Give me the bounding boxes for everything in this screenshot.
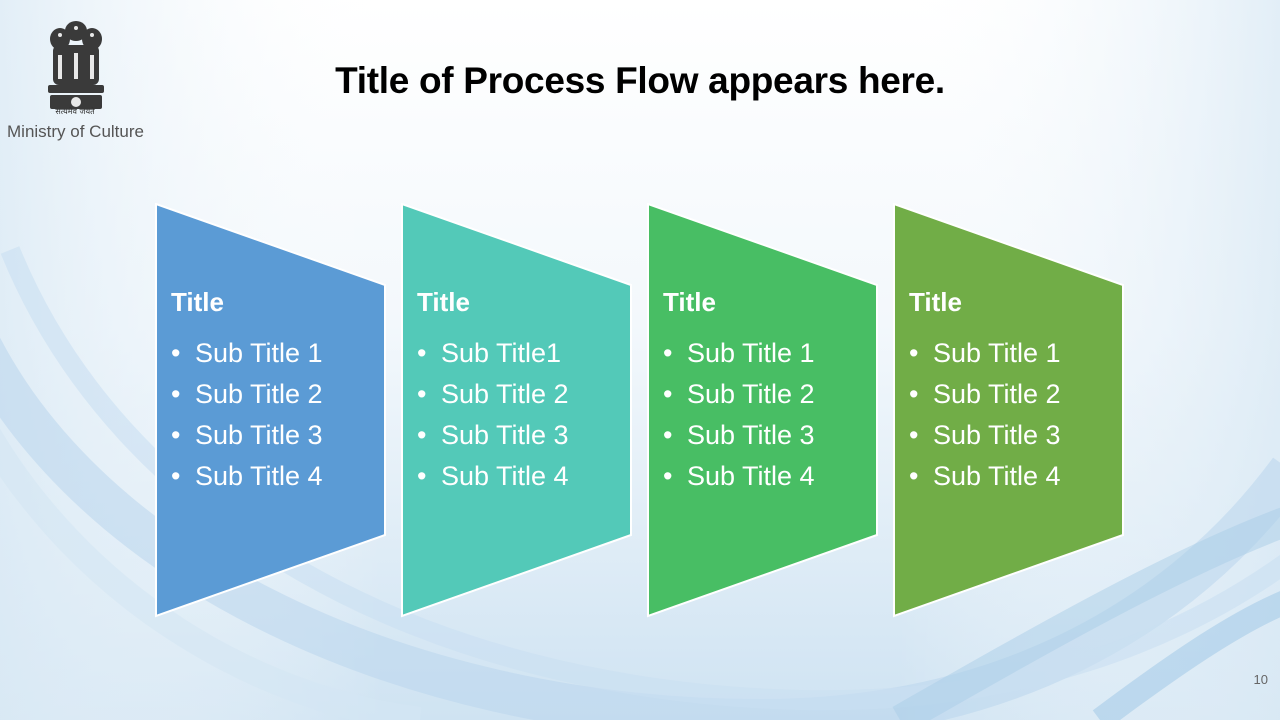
step-title: Title [663,287,716,317]
emblem-motto: सत्यमेव जयते [55,107,95,116]
list-item: •Sub Title 2 [171,379,323,409]
process-step-2: Title •Sub Title1 •Sub Title 2 •Sub Titl… [401,203,633,618]
step-title: Title [909,287,962,317]
step-subtitle-list: •Sub Title 1 •Sub Title 2 •Sub Title 3 •… [171,333,323,497]
step-shape [893,203,1124,618]
process-step-3: Title •Sub Title 1 •Sub Title 2 •Sub Tit… [647,203,879,618]
step-subtitle-list: •Sub Title 1 •Sub Title 2 •Sub Title 3 •… [909,333,1061,497]
ministry-label: Ministry of Culture [7,122,144,141]
list-item: •Sub Title 1 [909,338,1061,368]
list-item: •Sub Title 3 [909,420,1061,450]
page-number: 10 [1253,672,1268,687]
list-item: •Sub Title 4 [909,461,1061,491]
slide-title: Title of Process Flow appears here. [335,60,945,101]
step-subtitle-list: •Sub Title 1 •Sub Title 2 •Sub Title 3 •… [663,333,815,497]
list-item: •Sub Title1 [417,338,562,368]
list-item: •Sub Title 2 [663,379,815,409]
step-title: Title [417,287,470,317]
list-item: •Sub Title 1 [171,338,323,368]
step-shape [647,203,878,618]
national-emblem-icon [48,21,104,109]
list-item: •Sub Title 4 [417,461,569,491]
list-item: •Sub Title 3 [171,420,323,450]
list-item: •Sub Title 4 [663,461,815,491]
list-item: •Sub Title 4 [171,461,323,491]
list-item: •Sub Title 1 [663,338,815,368]
step-title: Title [171,287,224,317]
list-item: •Sub Title 2 [909,379,1061,409]
list-item: •Sub Title 3 [663,420,815,450]
list-item: •Sub Title 3 [417,420,569,450]
process-step-1: Title •Sub Title 1 •Sub Title 2 •Sub Tit… [155,203,387,618]
step-shape [401,203,632,618]
list-item: •Sub Title 2 [417,379,569,409]
process-step-4: Title •Sub Title 1 •Sub Title 2 •Sub Tit… [893,203,1125,618]
step-subtitle-list: •Sub Title1 •Sub Title 2 •Sub Title 3 •S… [417,333,569,497]
step-shape [155,203,386,618]
